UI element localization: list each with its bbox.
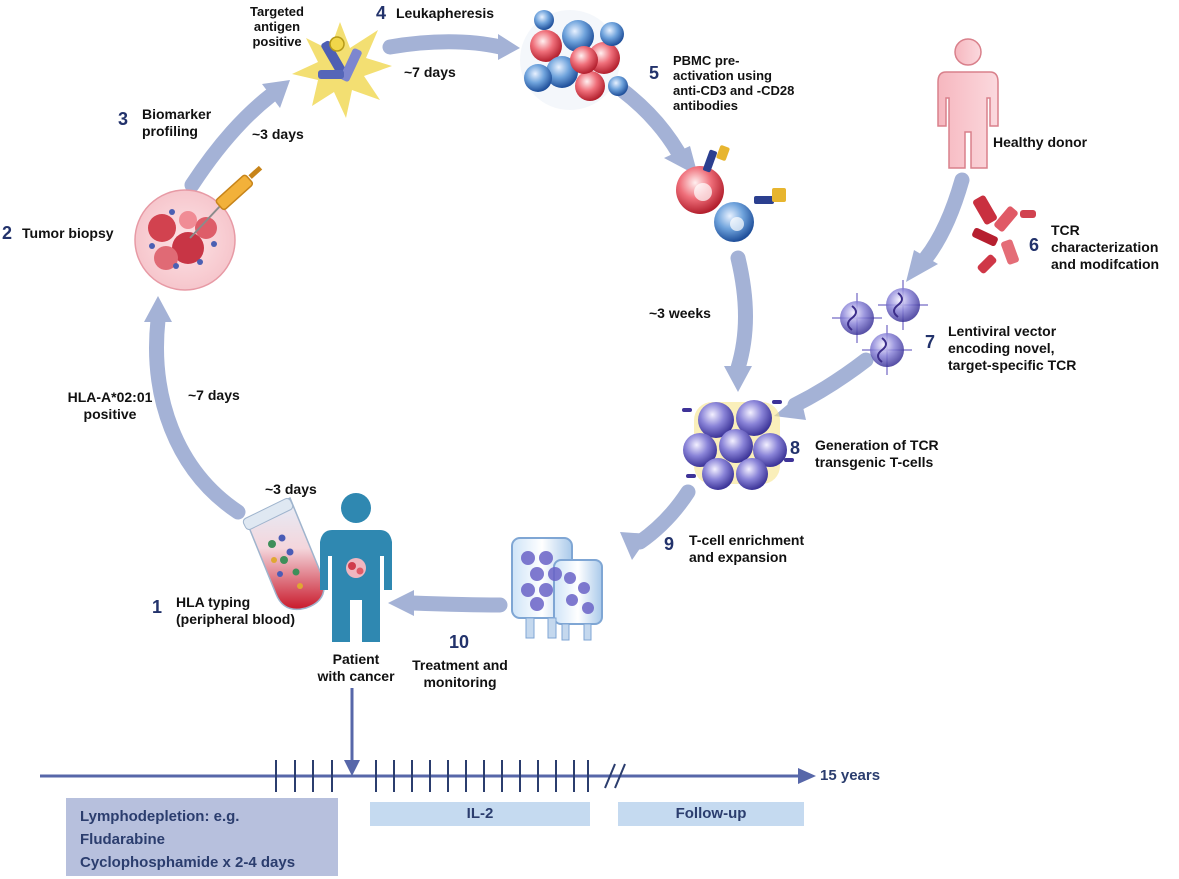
lentiviral-vector-icon bbox=[832, 280, 928, 375]
arrow-expansion-to-patient bbox=[404, 595, 508, 613]
step-7-label: Lentiviral vector encoding novel, target… bbox=[948, 323, 1077, 373]
duration-profiling: ~3 days bbox=[252, 126, 304, 142]
step-4-label: Leukapheresis bbox=[396, 5, 495, 21]
arrow-vector-to-generation bbox=[787, 352, 874, 413]
phase-lymphodepletion-label: Lymphodepletion: e.g. Fludarabine Cyclop… bbox=[80, 808, 296, 871]
step-3-label: Biomarker profiling bbox=[142, 106, 212, 139]
duration-hla-to-biopsy: ~7 days bbox=[188, 387, 240, 403]
hla-positive-label: HLA-A*02:01 positive bbox=[67, 389, 153, 422]
duration-typing: ~3 days bbox=[265, 481, 317, 497]
step-2-number: 2 bbox=[2, 223, 13, 243]
tcr-fragments-icon bbox=[972, 195, 1036, 274]
step-7-number: 7 bbox=[925, 332, 936, 352]
arrow-donor-to-vector bbox=[918, 172, 970, 266]
step-6-label: TCR characterization and modifcation bbox=[1051, 222, 1160, 272]
blood-tube-icon bbox=[242, 496, 325, 611]
step-8-number: 8 bbox=[790, 438, 801, 458]
step-9-number: 9 bbox=[664, 534, 675, 554]
pbmc-activation-icon bbox=[676, 145, 786, 242]
arrow-activation-to-generation bbox=[730, 250, 753, 376]
step-3-number: 3 bbox=[118, 109, 129, 129]
step-5-label: PBMC pre- activation using anti-CD3 and … bbox=[673, 53, 795, 113]
phase-lymphodepletion-box bbox=[66, 798, 338, 876]
healthy-donor-label: Healthy donor bbox=[993, 134, 1088, 150]
timeline bbox=[40, 688, 816, 876]
duration-activation: ~3 weeks bbox=[649, 305, 711, 321]
leukapheresis-cell-cluster-icon bbox=[520, 10, 628, 110]
patient-icon bbox=[320, 493, 392, 642]
duration-to-leukapheresis: ~7 days bbox=[404, 64, 456, 80]
targeted-antigen-label: Targeted antigen positive bbox=[250, 4, 304, 49]
phase-il2-label: IL-2 bbox=[466, 805, 494, 822]
phase-followup-box bbox=[618, 802, 804, 826]
step-9-label: T-cell enrichment and expansion bbox=[689, 532, 805, 565]
step-8-label: Generation of TCR transgenic T-cells bbox=[815, 437, 939, 470]
expansion-bags-icon bbox=[511, 537, 603, 641]
arrow-biopsy-to-profiling bbox=[184, 88, 278, 193]
phase-il2-box bbox=[370, 802, 590, 826]
step-2-label: Tumor biopsy bbox=[22, 225, 114, 241]
arrow-profiling-to-leukapheresis bbox=[382, 34, 508, 55]
step-1-label: HLA typing (peripheral blood) bbox=[176, 594, 295, 627]
step-1-number: 1 bbox=[152, 597, 163, 617]
step-5-number: 5 bbox=[649, 63, 660, 83]
step-10-number: 10 bbox=[449, 632, 470, 652]
step-4-number: 4 bbox=[376, 3, 387, 23]
flow-arrows bbox=[149, 34, 970, 613]
patient-label: Patient with cancer bbox=[317, 651, 395, 684]
healthy-donor-icon bbox=[937, 38, 999, 169]
arrow-tube-to-biopsy bbox=[149, 312, 246, 520]
targeted-antigen-icon bbox=[292, 22, 392, 118]
timeline-end-label: 15 years bbox=[820, 767, 881, 784]
tumor-biopsy-icon bbox=[134, 165, 263, 291]
step-10-label: Treatment and monitoring bbox=[412, 657, 508, 690]
phase-followup-label: Follow-up bbox=[675, 805, 747, 822]
step-6-number: 6 bbox=[1029, 235, 1040, 255]
arrow-leukapheresis-to-activation bbox=[614, 82, 686, 160]
transgenic-tcells-icon bbox=[682, 400, 794, 490]
